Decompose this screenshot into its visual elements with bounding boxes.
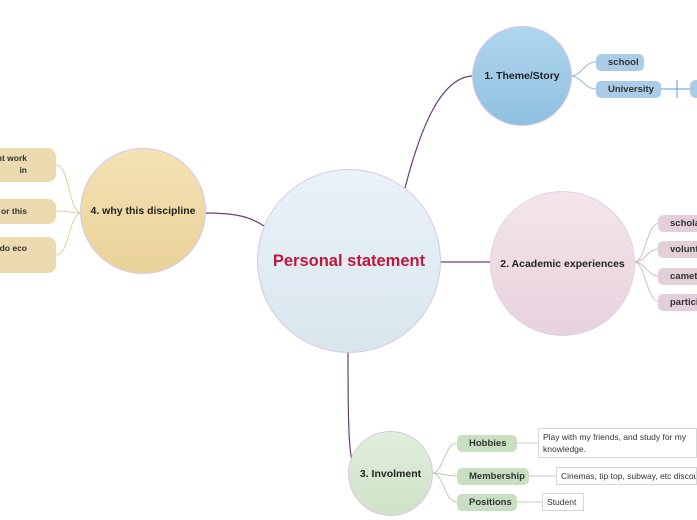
academic-child-3[interactable]: camet bbox=[658, 268, 697, 285]
connector-theme-school bbox=[569, 61, 597, 77]
branch-why-this-discipline[interactable]: 4. why this discipline bbox=[80, 148, 206, 274]
theme-child-university[interactable]: University bbox=[596, 81, 661, 98]
branch-discipline-label: 4. why this discipline bbox=[90, 205, 196, 217]
involment-child-positions[interactable]: Positions bbox=[457, 494, 517, 511]
connector-center-discipline bbox=[203, 212, 265, 227]
academic-child-1[interactable]: schola bbox=[658, 215, 697, 232]
central-topic[interactable]: Personal statement bbox=[257, 169, 441, 353]
discipline-child-3[interactable]: way do eco bbox=[0, 237, 56, 273]
membership-note[interactable]: Cinemas, tip top, subway, etc discou bbox=[556, 467, 697, 485]
theme-child-school[interactable]: school bbox=[596, 54, 644, 71]
branch-involment[interactable]: 3. Involment bbox=[348, 431, 433, 516]
involment-child-membership[interactable]: Membership bbox=[457, 468, 529, 485]
involment-child-hobbies[interactable]: Hobbies bbox=[457, 435, 517, 452]
discipline-child-2[interactable]: or this bbox=[0, 199, 56, 224]
connector-theme-university bbox=[569, 75, 597, 90]
academic-child-2[interactable]: volunt bbox=[658, 241, 697, 258]
branch-academic-label: 2. Academic experiences bbox=[500, 257, 625, 270]
university-child-node bbox=[690, 80, 697, 98]
branch-involment-label: 3. Involment bbox=[359, 467, 422, 480]
academic-child-4[interactable]: partici bbox=[658, 294, 697, 311]
branch-theme-story[interactable]: 1. Theme/Story bbox=[472, 26, 572, 126]
hobbies-note[interactable]: Play with my friends, and study for my k… bbox=[538, 428, 697, 458]
discipline-child-1[interactable]: opment work in bbox=[0, 148, 56, 182]
branch-academic-experiences[interactable]: 2. Academic experiences bbox=[490, 191, 635, 336]
branch-theme-story-label: 1. Theme/Story bbox=[484, 70, 560, 82]
connector-center-theme bbox=[404, 75, 473, 189]
positions-note[interactable]: Student bbox=[542, 493, 584, 511]
central-topic-label: Personal statement bbox=[272, 251, 426, 270]
